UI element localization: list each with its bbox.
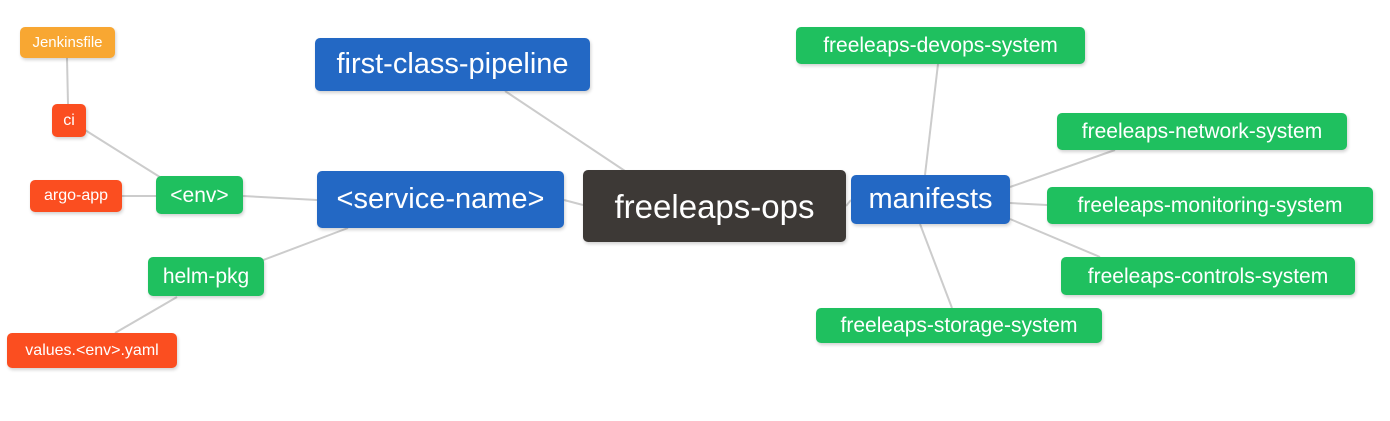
edge-first-class-pipeline-root (504, 90, 626, 172)
mindmap-node-argo-app[interactable]: argo-app (30, 180, 122, 212)
mindmap-node-controls-system[interactable]: freeleaps-controls-system (1061, 257, 1355, 295)
edge-helm-pkg-values-env-yaml (114, 296, 178, 334)
mindmap-node-ci[interactable]: ci (52, 104, 86, 137)
mindmap-node-network-system[interactable]: freeleaps-network-system (1057, 113, 1347, 150)
mindmap-node-manifests[interactable]: manifests (851, 175, 1010, 224)
edge-manifests-controls-system (1009, 218, 1101, 258)
mindmap-node-env[interactable]: <env> (156, 176, 243, 214)
mindmap-node-jenkinsfile[interactable]: Jenkinsfile (20, 27, 115, 58)
mindmap-node-first-class-pipeline[interactable]: first-class-pipeline (315, 38, 590, 91)
edge-ci-env (84, 129, 164, 180)
mindmap-node-root[interactable]: freeleaps-ops (583, 170, 846, 242)
mindmap-node-values-env-yaml[interactable]: values.<env>.yaml (7, 333, 177, 368)
edge-manifests-network-system (1009, 149, 1116, 188)
mindmap-node-storage-system[interactable]: freeleaps-storage-system (816, 308, 1102, 343)
mindmap-node-devops-system[interactable]: freeleaps-devops-system (796, 27, 1085, 64)
edge-service-name-root (563, 199, 584, 206)
edge-helm-pkg-service-name (257, 227, 349, 263)
mindmap-node-service-name[interactable]: <service-name> (317, 171, 564, 228)
edge-manifests-monitoring-system (1009, 202, 1048, 206)
edge-manifests-devops-system (924, 63, 939, 176)
edge-manifests-storage-system (919, 223, 953, 309)
mindmap-node-helm-pkg[interactable]: helm-pkg (148, 257, 264, 296)
edge-env-service-name (242, 195, 318, 201)
edge-jenkinsfile-ci (66, 57, 69, 105)
mindmap-node-monitoring-system[interactable]: freeleaps-monitoring-system (1047, 187, 1373, 224)
